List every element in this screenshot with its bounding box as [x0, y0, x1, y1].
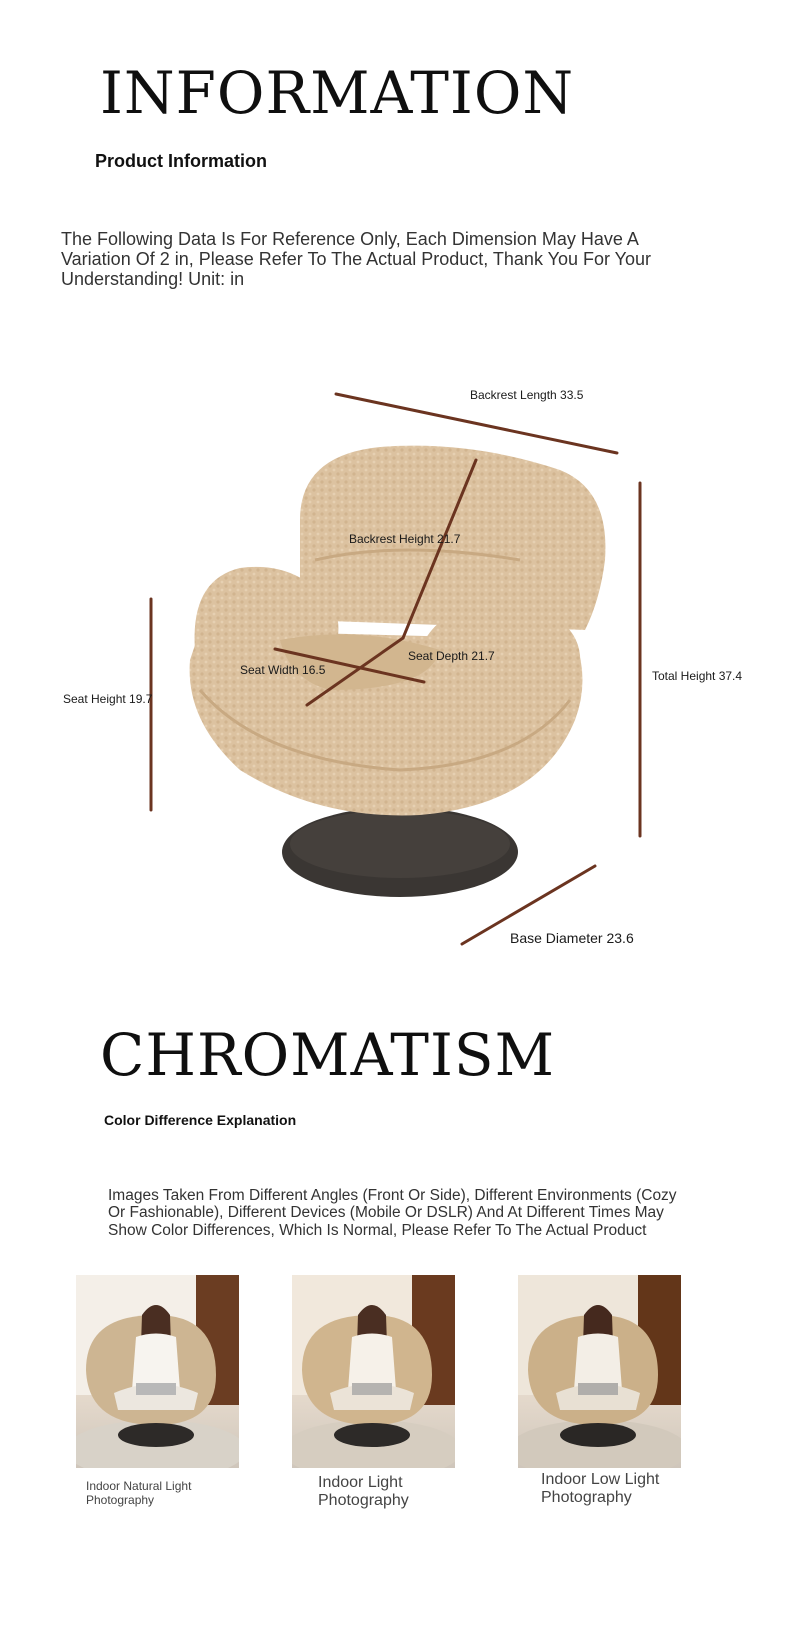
backrest-length-line	[334, 392, 619, 455]
seat-height-label: Seat Height 19.7	[63, 692, 153, 706]
color-difference-note: Images Taken From Different Angles (Fron…	[108, 1187, 677, 1239]
reference-note: The Following Data Is For Reference Only…	[61, 229, 652, 290]
base-diameter-line	[460, 864, 597, 946]
product-information-subtitle: Product Information	[95, 151, 267, 171]
chair-body	[189, 445, 606, 816]
backrest-length-label: Backrest Length 33.5	[470, 388, 584, 402]
backrest-height-label: Backrest Height 21.7	[349, 532, 461, 546]
photo-indoor-light	[292, 1275, 455, 1468]
caption-low-light: Indoor Low Light Photography	[541, 1471, 660, 1507]
chair-base	[282, 790, 518, 897]
seat-depth-label: Seat Depth 21.7	[408, 649, 495, 663]
caption-natural-light: Indoor Natural Light Photography	[86, 1479, 192, 1507]
chair-dimension-diagram	[149, 392, 642, 946]
information-title: INFORMATION	[100, 59, 575, 127]
seat-depth-line	[305, 636, 405, 707]
chromatism-title: CHROMATISM	[100, 1021, 555, 1089]
color-difference-subtitle: Color Difference Explanation	[104, 1112, 297, 1128]
seat-width-line	[273, 647, 426, 684]
photo-natural-light	[76, 1275, 239, 1468]
photo-low-light	[518, 1275, 681, 1468]
base-diameter-label: Base Diameter 23.6	[510, 930, 634, 946]
caption-indoor-light: Indoor Light Photography	[318, 1474, 409, 1510]
backrest-height-line	[401, 458, 478, 640]
total-height-label: Total Height 37.4	[652, 669, 743, 683]
seat-width-label: Seat Width 16.5	[240, 663, 326, 677]
